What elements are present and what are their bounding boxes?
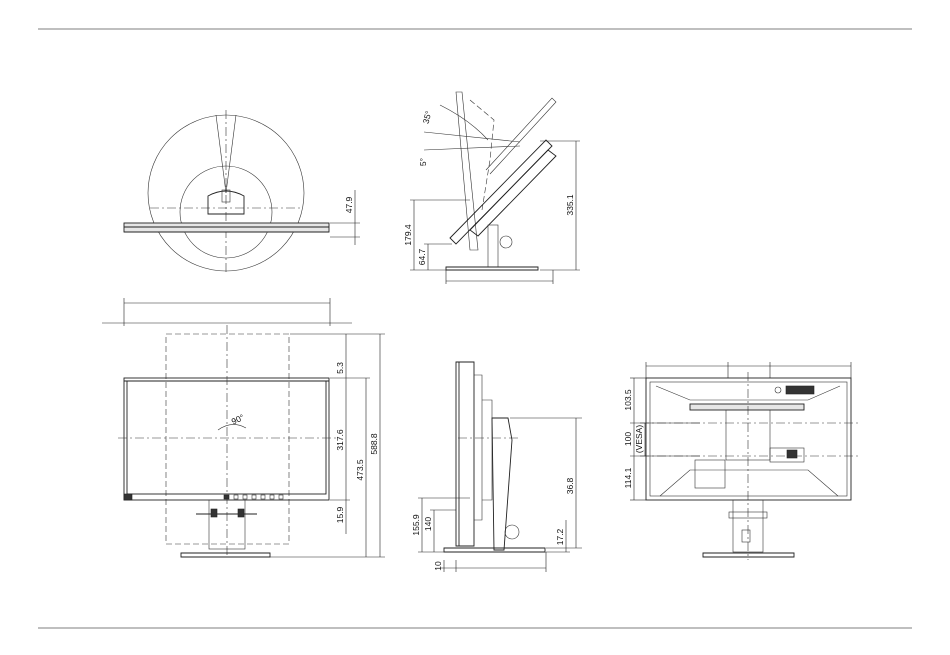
side-view: 36.8 17.2 155.9 140 10 [411, 362, 582, 572]
front-view-bottom-gap-label: 15.9 [335, 506, 345, 523]
side-tilt-forward-angle-label: 5° [418, 158, 428, 166]
rear-view-logo [786, 386, 814, 394]
top-view-depth-label: 47.9 [344, 196, 354, 213]
side-tilt-stand-height-label: 179.4 [403, 224, 413, 246]
front-view-panel-height-label: 317.6 [335, 429, 345, 451]
side-tilt-stand [488, 225, 498, 267]
front-view-pivot-label: 90° [230, 412, 246, 426]
front-view: 90° 5.3 317.6 15.9 473.5 588.8 [102, 298, 385, 557]
rear-view: 103.5 100 (VESA) 114.1 [623, 362, 860, 560]
rear-view-vesa-sub-label: (VESA) [634, 425, 644, 454]
top-view: 47.9 [124, 110, 360, 275]
side-view-stand-offset-label: 17.2 [555, 528, 565, 545]
side-tilt-back-angle-label: 35° [421, 110, 434, 125]
rear-view-vesa-top-label: 103.5 [623, 389, 633, 411]
side-tilt-base-height-label: 64.7 [417, 248, 427, 265]
side-tilt-max-height-label: 335.1 [565, 194, 575, 216]
side-tilt-view: 335.1 179.4 64.7 35° 5° [403, 92, 580, 284]
top-view-monitor [124, 223, 329, 232]
side-view-range-label: 36.8 [565, 477, 575, 494]
front-view-total-height-label: 588.8 [369, 433, 379, 455]
side-view-screen-bottom-label: 155.9 [411, 514, 421, 536]
front-view-adjust-height-label: 473.5 [355, 459, 365, 481]
rear-view-vesa-label: 100 [623, 432, 633, 446]
front-view-buttons [224, 495, 283, 499]
front-view-top-gap-label: 5.3 [335, 362, 345, 374]
front-view-monitor [124, 378, 329, 500]
side-view-bezel-bottom-label: 140 [423, 517, 433, 531]
rear-view-vesa-bottom-label: 114.1 [623, 467, 633, 488]
side-view-base-thickness-label: 10 [433, 561, 443, 571]
